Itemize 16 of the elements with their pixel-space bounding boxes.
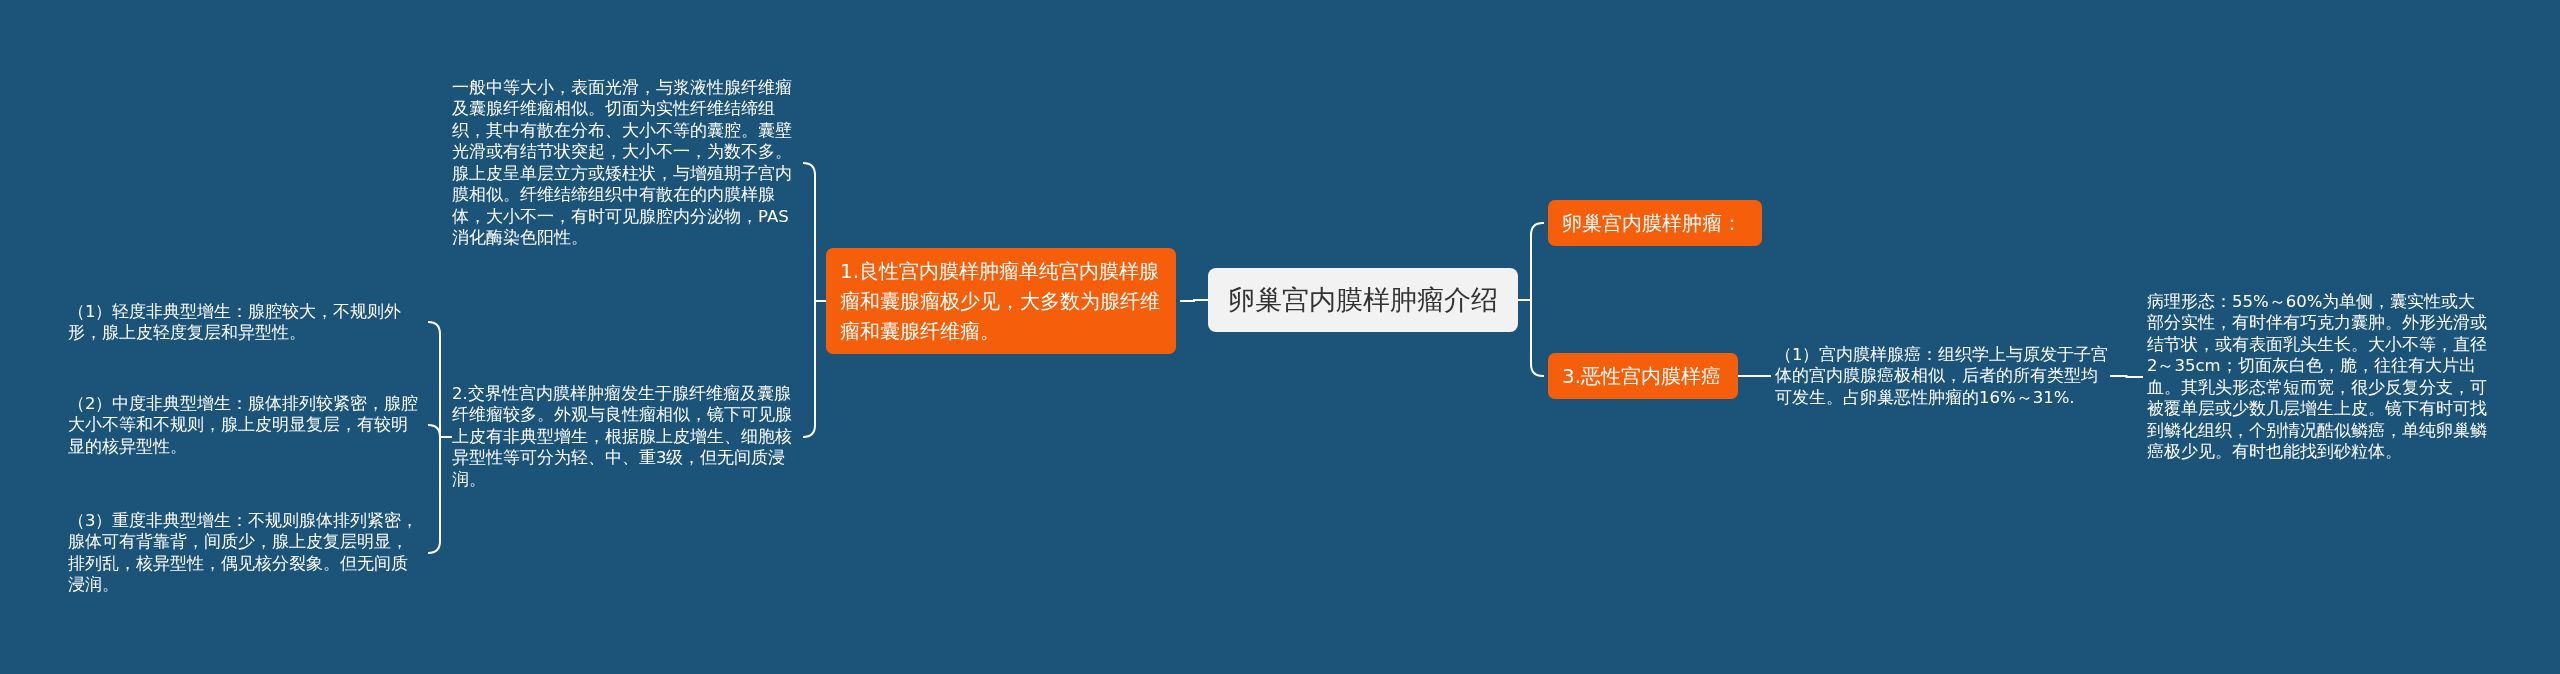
connector-line xyxy=(1737,375,1772,377)
note-text: （1）宫内膜样腺癌：组织学上与原发于子宫体的宫内膜腺癌极相似，后者的所有类型均可发生。占卵巢恶性肿瘤的16%～31%. xyxy=(1775,343,2110,409)
topic-box: 3.恶性宫内膜样癌 xyxy=(1548,353,1738,399)
note-text: 病理形态：55%～60%为单侧，囊实性或大部分实性，有时伴有巧克力囊肿。外形光滑或结节状，或有表面乳头生长。大小不等，直径2～35cm；切面灰白色，脆，往往有大片出血。其乳头形态常短而宽，很少反复分支，可被覆单层或少数几层增生上皮。镜下有时可找到鳞化组织，个别情况酷似鳞癌，单纯卵巢鳞癌极少见。有时也能找到砂粒体。 xyxy=(2147,291,2492,463)
note-text: 一般中等大小，表面光滑，与浆液性腺纤维瘤及囊腺纤维瘤相似。切面为实性纤维结缔组织，其中有散在分布、大小不等的囊腔。囊壁光滑或有结节状突起，大小不一，为数不多。腺上皮呈单层立方或矮柱状，与增殖期子宫内膜相似。纤维结缔组织中有散在的内膜样腺体，大小不一，有时可见腺腔内分泌物，PAS消化酶染色阳性。 xyxy=(452,77,800,249)
connector-line xyxy=(2109,375,2144,378)
connector-line xyxy=(427,436,453,554)
central-topic-box: 卵巢宫内膜样肿瘤介绍 xyxy=(1208,268,1518,332)
note-text: （1）轻度非典型增生：腺腔较大，不规则外形，腺上皮轻度复层和异型性。 xyxy=(68,300,424,344)
connector-line xyxy=(1179,299,1209,302)
note-text: 2.交界性宫内膜样肿瘤发生于腺纤维瘤及囊腺纤维瘤较多。外观与良性瘤相似，镜下可见腺上皮有非典型增生，根据腺上皮增生、细胞核异型性等可分为轻、中、重3级，但无间质浸润。 xyxy=(452,383,800,491)
note-text: （3）重度非典型增生：不规则腺体排列紧密，腺体可有背靠背，间质少，腺上皮复层明显，排列乱，核异型性，偶见核分裂象。但无间质浸润。 xyxy=(68,510,424,596)
topic-box: 1.良性宫内膜样肿瘤单纯宫内膜样腺瘤和囊腺瘤极少见，大多数为腺纤维瘤和囊腺纤维瘤。 xyxy=(826,248,1176,354)
connector-line xyxy=(1517,299,1545,377)
topic-box: 卵巢宫内膜样肿瘤： xyxy=(1548,200,1762,246)
note-text: （2）中度非典型增生：腺体排列较紧密，腺腔大小不等和不规则，腺上皮明显复层，有较明显的核异型性。 xyxy=(68,392,424,458)
